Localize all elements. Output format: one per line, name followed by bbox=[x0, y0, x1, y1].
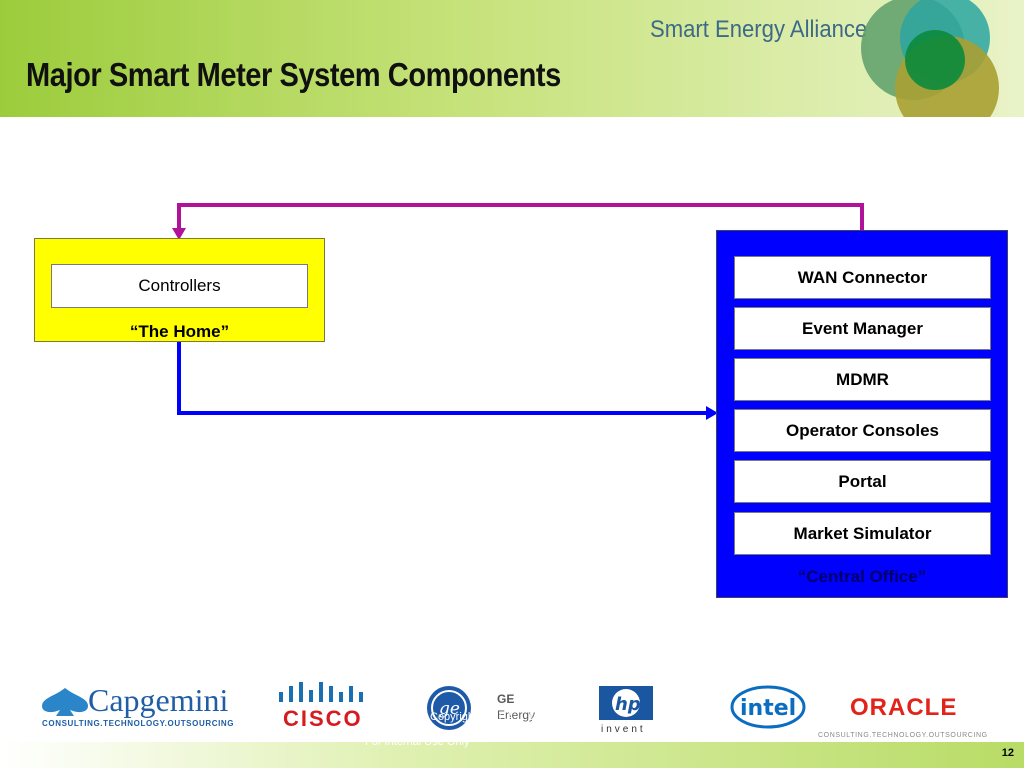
ge-energy-logo: ge GE Energy bbox=[425, 684, 555, 732]
ge-name: GE bbox=[497, 692, 515, 706]
arrow-office-to-home bbox=[177, 203, 864, 232]
header-banner: Major Smart Meter System Components Smar… bbox=[0, 0, 1024, 117]
page-title: Major Smart Meter System Components bbox=[26, 56, 561, 93]
arrow-home-to-office bbox=[177, 342, 708, 415]
ge-energy-label: Energy bbox=[497, 708, 536, 722]
ge-monogram-icon: ge bbox=[427, 686, 471, 730]
hp-logo: hp invent bbox=[597, 684, 667, 740]
brand-name: Smart Energy Alliance bbox=[650, 16, 868, 43]
cisco-logo: CISCO bbox=[275, 682, 370, 732]
capgemini-wordmark: Capgemini bbox=[88, 682, 229, 718]
confidential-note: For Internal Use Only bbox=[365, 736, 470, 748]
hp-tagline: invent bbox=[601, 724, 646, 735]
oracle-logo: ORACLE CONSULTING.TECHNOLOGY.OUTSOURCING bbox=[818, 694, 1008, 740]
alliance-circles-icon bbox=[861, 0, 999, 117]
cisco-bars-icon bbox=[279, 682, 363, 702]
event-manager-box: Event Manager bbox=[734, 307, 991, 350]
overlap-text: Copyright © SEA ... & Director bbox=[430, 711, 577, 723]
home-box: Controllers “The Home” bbox=[34, 238, 325, 342]
market-simulator-box: Market Simulator bbox=[734, 512, 991, 555]
mdmr-box: MDMR bbox=[734, 358, 991, 401]
home-caption: “The Home” bbox=[129, 322, 230, 341]
intel-swoosh-icon: intel bbox=[730, 685, 806, 729]
svg-text:hp: hp bbox=[615, 694, 641, 715]
cisco-wordmark: CISCO bbox=[283, 706, 363, 731]
oracle-wordmark: ORACLE bbox=[850, 694, 958, 721]
office-caption: “Central Office” bbox=[797, 567, 927, 586]
controllers-box: Controllers bbox=[51, 264, 308, 308]
operator-consoles-box: Operator Consoles bbox=[734, 409, 991, 452]
capgemini-spade-icon bbox=[42, 688, 88, 716]
central-office-box: WAN Connector Event Manager MDMR Operato… bbox=[716, 230, 1008, 598]
intel-logo: intel bbox=[730, 682, 810, 732]
capgemini-tagline: CONSULTING.TECHNOLOGY.OUTSOURCING bbox=[42, 719, 235, 728]
svg-text:intel: intel bbox=[740, 696, 796, 721]
capgemini-logo: Capgemini CONSULTING.TECHNOLOGY.OUTSOURC… bbox=[40, 682, 234, 728]
capgemini-ghost-tagline: CONSULTING.TECHNOLOGY.OUTSOURCING bbox=[818, 732, 988, 739]
footer-bar: 12 bbox=[0, 742, 1024, 768]
portal-box: Portal bbox=[734, 460, 991, 503]
page-number: 12 bbox=[1001, 747, 1014, 759]
hp-badge-icon: hp bbox=[599, 686, 653, 720]
sponsor-logos: Capgemini CONSULTING.TECHNOLOGY.OUTSOURC… bbox=[0, 672, 1024, 742]
wan-connector-box: WAN Connector bbox=[734, 256, 991, 299]
svg-text:ge: ge bbox=[439, 699, 460, 719]
